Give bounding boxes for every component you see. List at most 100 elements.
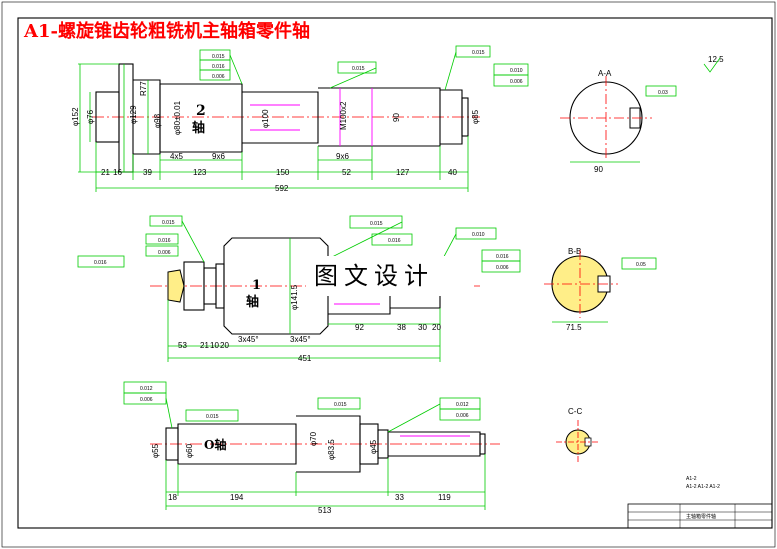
shaft-2-view: 21 16 39 123 150 52 127 40 592 4x5 9x6 9…: [71, 45, 724, 193]
watermark: 图文设计: [314, 262, 434, 290]
shaft2-label: 轴: [192, 120, 205, 136]
shaft0-tip: [479, 433, 486, 455]
dim-r77: R77: [139, 81, 148, 96]
tol-frame: [145, 233, 179, 245]
leader: [165, 397, 173, 429]
title-block: A1-2 A1-2 A1-2 A1-2 主轴箱零件轴: [627, 476, 773, 529]
tol-value: 0.016: [388, 238, 401, 244]
tol-frame: [317, 397, 361, 410]
dim-seg1b: 16: [113, 168, 122, 177]
dim-overall: 451: [298, 354, 312, 363]
shaft2-right-body: [318, 87, 441, 147]
dim-d76: φ76: [86, 109, 95, 124]
shaft2-mid: [242, 91, 319, 144]
dim-d83: φ83.5: [327, 439, 336, 460]
dim-seg5: 92: [355, 323, 364, 332]
tol-value: 0.010: [472, 232, 485, 238]
dim-seg1: 18: [168, 493, 177, 502]
tol-value: 0.006: [140, 397, 153, 403]
tolerance-frames-shaft2: 0.015 0.016 0.006 0.015 0.015 0.010 0.00…: [199, 45, 529, 91]
tol-value: 0.016: [496, 254, 509, 260]
tol-value: 0.015: [212, 54, 225, 60]
dim-overall: 513: [318, 506, 332, 515]
dim-seg4: 119: [438, 493, 451, 502]
tol-value: 0.015: [162, 220, 175, 226]
dim-seg6: 127: [396, 168, 410, 177]
dim-seg1: 53: [178, 341, 187, 350]
dim-seg3: 123: [193, 168, 207, 177]
tol-value: 0.016: [212, 64, 225, 70]
dim-d55: φ55: [151, 443, 160, 458]
tb-note-1: A1-2: [686, 476, 697, 482]
tol-frame: [371, 233, 413, 246]
tol-value: 0.015: [370, 221, 383, 227]
section-b-b: B-B 71.5 0.05: [544, 247, 657, 332]
dim-seg3: 10: [210, 341, 219, 350]
section-b-width: 71.5: [566, 323, 582, 332]
shaft0-step2: [377, 429, 389, 459]
tol-value: 0.015: [206, 414, 219, 420]
title-block-frame: [627, 503, 773, 529]
shaft1-number: 1: [252, 278, 261, 293]
tol-frame: [439, 408, 481, 421]
tol-value: 0.006: [510, 79, 523, 85]
tol-value: 0.006: [158, 250, 171, 256]
tol-value: 0.015: [472, 50, 485, 56]
dim-d60: φ60: [185, 443, 194, 458]
dim-keyway1: 4x5: [170, 152, 183, 161]
dim-seg4: 150: [276, 168, 290, 177]
leader: [387, 403, 441, 433]
tb-part-name: 主轴箱零件轴: [686, 513, 716, 520]
dim-keyway2: 9x6: [212, 152, 225, 161]
shaft1-label: 轴: [246, 294, 259, 310]
tol-value: 0.010: [510, 68, 523, 74]
leader: [329, 67, 377, 89]
section-a-label: A-A: [598, 69, 612, 78]
tol-frame: [337, 61, 377, 74]
dim-d129: φ129: [129, 105, 138, 124]
shaft2-hub: [95, 91, 120, 143]
tol-frame: [645, 85, 677, 97]
drawing-title: A1-螺旋锥齿轮粗铣机主轴箱零件轴: [23, 20, 310, 42]
tol-value: 0.016: [158, 238, 171, 244]
drawing-frame: [17, 17, 773, 529]
tol-value: 0.015: [352, 66, 365, 72]
dim-chamfer1: 3x45°: [238, 335, 259, 344]
tol-value: 0.006: [496, 265, 509, 271]
dim-d45: φ45: [369, 439, 378, 454]
tolerance-frames-shaft1: 0.015 0.016 0.006 0.016 0.015 0.016 0.01…: [77, 215, 521, 273]
shaft0-body: [177, 423, 297, 465]
tol-value: 0.006: [456, 413, 469, 419]
dim-seg5: 52: [342, 168, 351, 177]
dim-d141: φ141.5: [290, 284, 299, 310]
dim-d98: φ98: [153, 113, 162, 128]
dim-seg8: 20: [432, 323, 441, 332]
dim-seg7: 30: [418, 323, 427, 332]
dim-m100: M100x2: [339, 101, 348, 130]
tol-frame: [621, 257, 657, 270]
dim-seg2: 39: [143, 168, 152, 177]
dim-seg7: 40: [448, 168, 457, 177]
tol-value: 0.006: [212, 74, 225, 80]
tol-frame: [77, 255, 125, 268]
shaft2-tip: [461, 97, 469, 137]
dim-seg1: 21: [101, 168, 110, 177]
roughness-symbol: 12.5: [708, 55, 724, 64]
tol-frame: [145, 245, 179, 257]
roughness-mark: [703, 57, 721, 73]
tol-value: 0.015: [334, 402, 347, 408]
dim-seg6: 38: [397, 323, 406, 332]
tol-frame: [481, 260, 521, 273]
tol-frame: [455, 227, 497, 240]
section-a-a: A-A 90 0.03: [560, 69, 677, 174]
dim-seg2: 194: [230, 493, 244, 502]
tol-frame: [199, 69, 231, 81]
tol-value: 0.012: [456, 402, 469, 408]
dim-keyway3: 9x6: [336, 152, 349, 161]
section-a-width: 90: [594, 165, 603, 174]
dim-seg4: 20: [220, 341, 229, 350]
shaft0-label: O轴: [204, 437, 226, 452]
dim-d100: φ100: [261, 109, 270, 128]
dim-seg3: 33: [395, 493, 404, 502]
